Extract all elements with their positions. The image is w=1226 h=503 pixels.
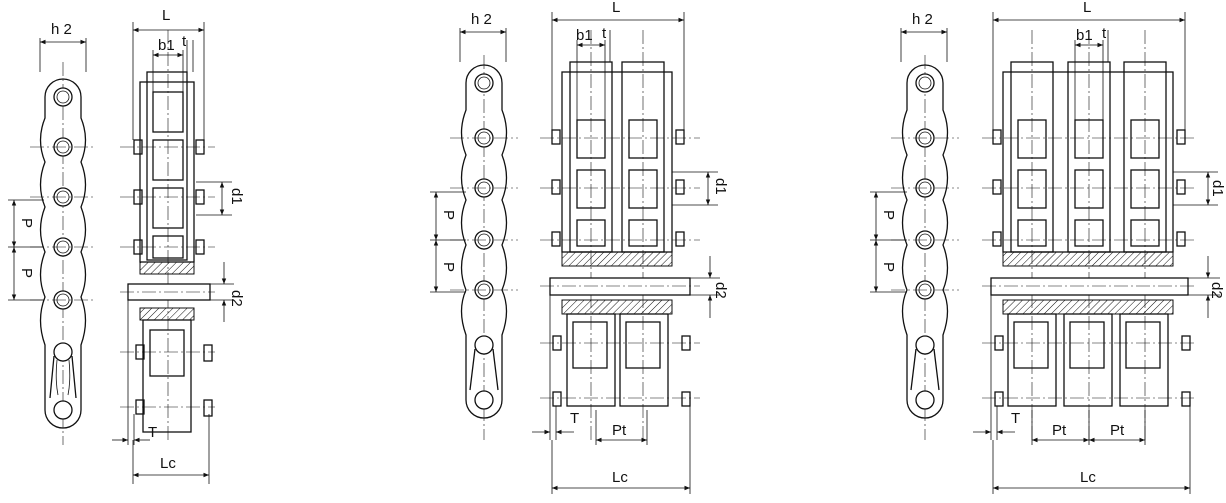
- duplex-bottom-dims: T Pt Lc: [532, 295, 691, 494]
- h2-label: h 2: [471, 11, 492, 28]
- pitch-label-2: P: [18, 268, 35, 278]
- triplex-right-dims: d1 d2: [1173, 171, 1226, 318]
- view-simplex: h 2 P P: [8, 7, 245, 484]
- d1-label: d1: [1209, 180, 1226, 197]
- T-label: T: [570, 410, 579, 427]
- b1-label: b1: [158, 37, 175, 54]
- pitch-label-2: P: [880, 262, 897, 272]
- Lc-label: Lc: [160, 455, 176, 472]
- d2-label: d2: [712, 282, 729, 299]
- b1-label: b1: [576, 27, 593, 44]
- triplex-top-dims: L b1 t: [992, 0, 1186, 130]
- d2-label: d2: [228, 290, 245, 307]
- view-duplex: h 2 P P: [430, 0, 729, 494]
- duplex-right-dims: d1 d2: [672, 171, 729, 318]
- d1-label: d1: [712, 178, 729, 195]
- L-label: L: [1083, 0, 1091, 16]
- b1-label: b1: [1076, 27, 1093, 44]
- duplex-pitch-dim: P P: [430, 191, 466, 293]
- Pt-label-1: Pt: [1052, 422, 1067, 439]
- Lc-label: Lc: [1080, 469, 1096, 486]
- triplex-front-view: [891, 55, 959, 440]
- triplex-side-view: [982, 30, 1196, 440]
- pitch-label-1: P: [880, 210, 897, 220]
- duplex-front-view: [450, 55, 518, 440]
- simplex-pitch-dim: P P: [8, 199, 44, 301]
- L-label: L: [162, 7, 170, 24]
- simplex-right-dims: d1 d2: [196, 181, 245, 322]
- d1-label: d1: [228, 188, 245, 205]
- view-triplex: h 2 P P: [870, 0, 1226, 494]
- simplex-top-dims: L b1 t: [132, 7, 205, 140]
- T-label: T: [148, 424, 157, 441]
- t-label: t: [1102, 25, 1107, 42]
- d2-label: d2: [1208, 282, 1225, 299]
- pitch-label-2: P: [440, 262, 457, 272]
- T-label: T: [1011, 410, 1020, 427]
- h2-label: h 2: [51, 21, 72, 38]
- triplex-h2-dim: h 2: [900, 11, 948, 62]
- pitch-label-1: P: [440, 210, 457, 220]
- h2-label: h 2: [912, 11, 933, 28]
- Pt-label-2: Pt: [1110, 422, 1125, 439]
- simplex-front-view: [30, 62, 96, 445]
- simplex-side-view: [120, 30, 215, 440]
- t-label: t: [182, 33, 187, 50]
- t-label: t: [602, 25, 607, 42]
- triplex-pitch-dim: P P: [870, 191, 907, 293]
- L-label: L: [612, 0, 620, 16]
- duplex-h2-dim: h 2: [459, 11, 507, 62]
- duplex-top-dims: L b1 t: [551, 0, 685, 130]
- simplex-bottom-dims: T Lc: [112, 300, 210, 484]
- duplex-side-view: [540, 30, 700, 440]
- Lc-label: Lc: [612, 469, 628, 486]
- triplex-bottom-dims: T Pt Pt Lc: [973, 295, 1191, 494]
- simplex-h2-dim: h 2: [39, 21, 87, 72]
- Pt-label: Pt: [612, 422, 627, 439]
- pitch-label-1: P: [18, 218, 35, 228]
